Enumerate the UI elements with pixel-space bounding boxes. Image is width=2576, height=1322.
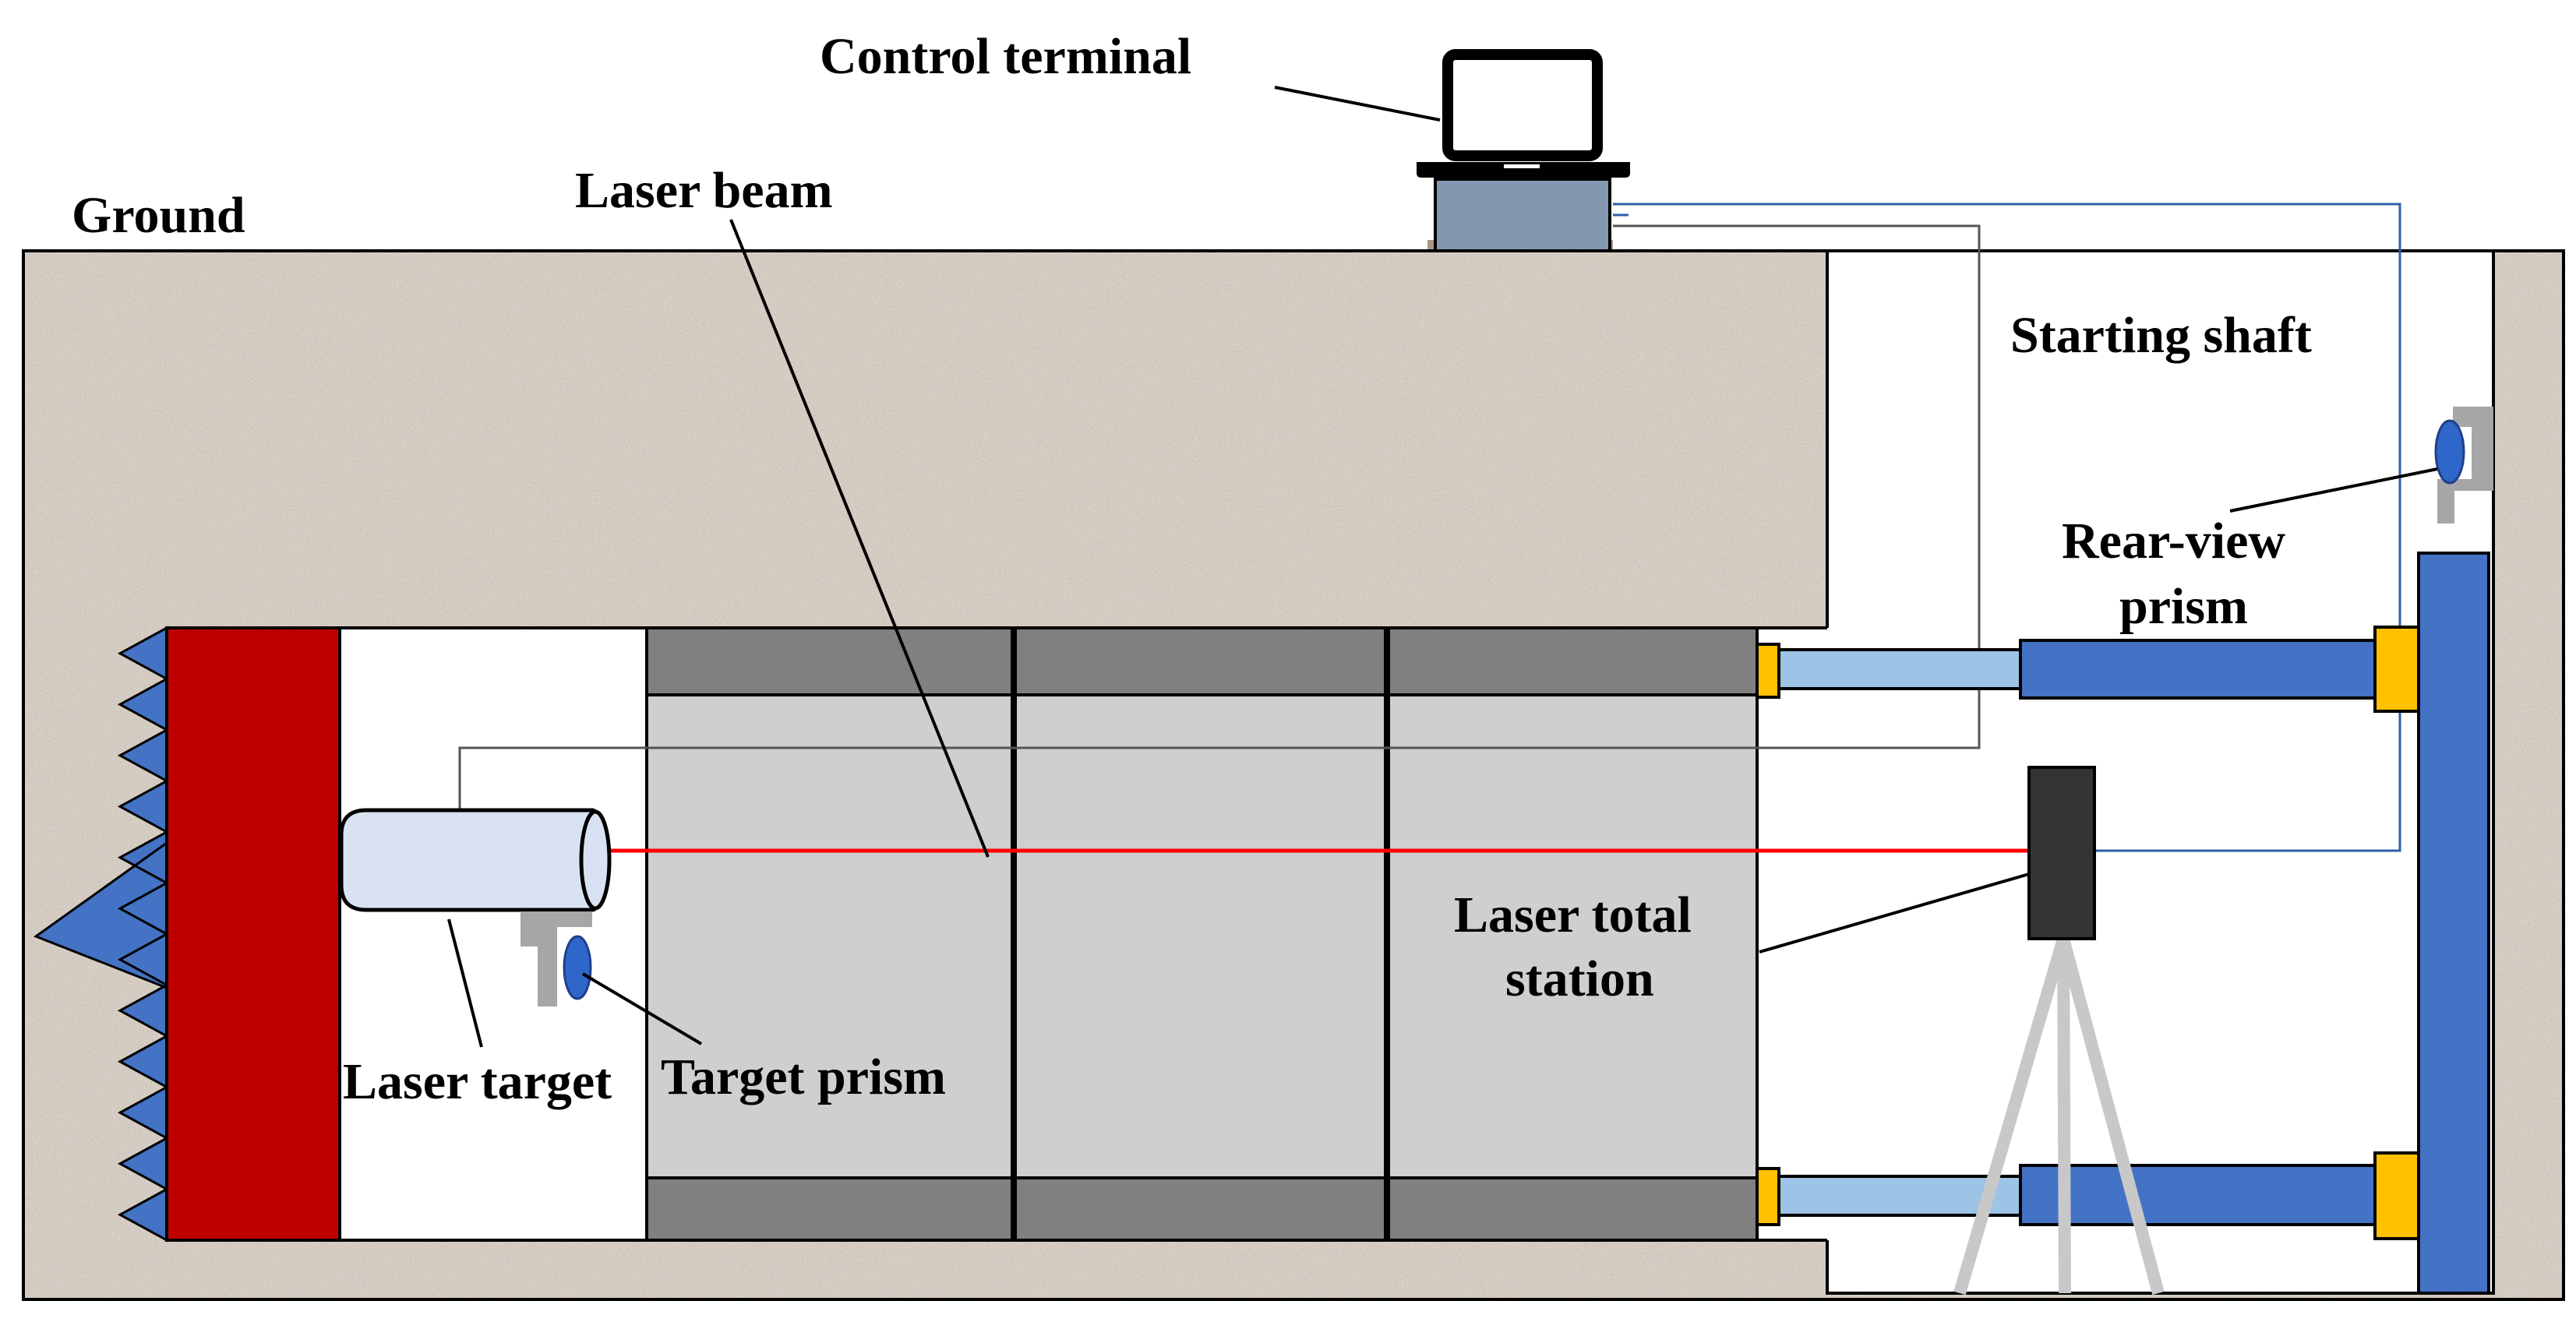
laptop-icon: [1417, 49, 1630, 178]
lower-jack-cylinder: [2019, 1164, 2377, 1226]
cable-to-total-station: [1613, 203, 2401, 852]
upper-jack-back-plate: [2373, 626, 2420, 713]
leader-control-terminal: [1274, 86, 1441, 122]
terminal-base: [1434, 178, 1611, 252]
label-control-terminal: Control terminal: [820, 28, 1191, 85]
reaction-wall: [2417, 552, 2490, 1295]
label-rear-view-prism-2: prism: [2119, 578, 2248, 635]
label-rear-view-prism-1: Rear-view: [2062, 513, 2285, 569]
labels: Control terminal Ground Laser beam Start…: [72, 28, 2312, 1110]
leader-laser-beam: [729, 219, 990, 858]
starting-shaft-opening: [1827, 251, 2493, 1293]
label-laser-target: Laser target: [343, 1053, 612, 1110]
label-laser-total-station-1: Laser total: [1454, 887, 1692, 943]
rear-view-prism-bracket: [2437, 407, 2493, 524]
rear-view-prism: [2434, 407, 2493, 524]
label-laser-beam: Laser beam: [575, 162, 833, 219]
label-laser-total-station-2: station: [1505, 950, 1654, 1007]
jacking-system: [1756, 552, 2490, 1295]
label-starting-shaft: Starting shaft: [2010, 307, 2312, 364]
laser-target-device: [339, 808, 612, 912]
pipe-body: [645, 626, 1759, 1242]
cutter-teeth: [33, 626, 168, 1243]
pipe-segments: [645, 626, 1759, 1242]
leader-target-prism: [581, 972, 703, 1045]
leader-rear-view-prism: [2229, 467, 2438, 513]
upper-jack-front-plate: [1756, 643, 1780, 699]
cutter-head-body: [165, 626, 341, 1242]
upper-jack-rod: [1777, 648, 2022, 690]
laser-target-icon: [339, 808, 607, 912]
pipe-bottom-band: [645, 1176, 1759, 1242]
laser-total-station: [1953, 766, 2165, 1296]
tripod-icon: [1953, 936, 2165, 1296]
control-terminal: [1417, 49, 1630, 252]
pipe-top-band: [645, 626, 1759, 696]
cable-to-laser-target: [458, 224, 1981, 809]
leader-lines: [447, 86, 2438, 1048]
target-prism-icon: [563, 935, 592, 1000]
total-station-icon: [2027, 766, 2096, 940]
label-ground: Ground: [72, 187, 245, 244]
leader-laser-total-station: [1759, 873, 2030, 954]
label-target-prism: Target prism: [661, 1049, 946, 1105]
signal-cables: [458, 203, 2401, 852]
target-prism-bracket: [520, 911, 592, 1006]
lower-jack-back-plate: [2373, 1151, 2420, 1240]
leader-laser-target: [447, 918, 483, 1048]
cutter-head: [33, 626, 341, 1243]
laser-target-lens: [579, 809, 612, 911]
rear-view-prism-icon: [2434, 419, 2465, 485]
target-prism: [520, 911, 592, 1006]
upper-jack-cylinder: [2019, 639, 2377, 700]
lower-jack-front-plate: [1756, 1167, 1780, 1226]
